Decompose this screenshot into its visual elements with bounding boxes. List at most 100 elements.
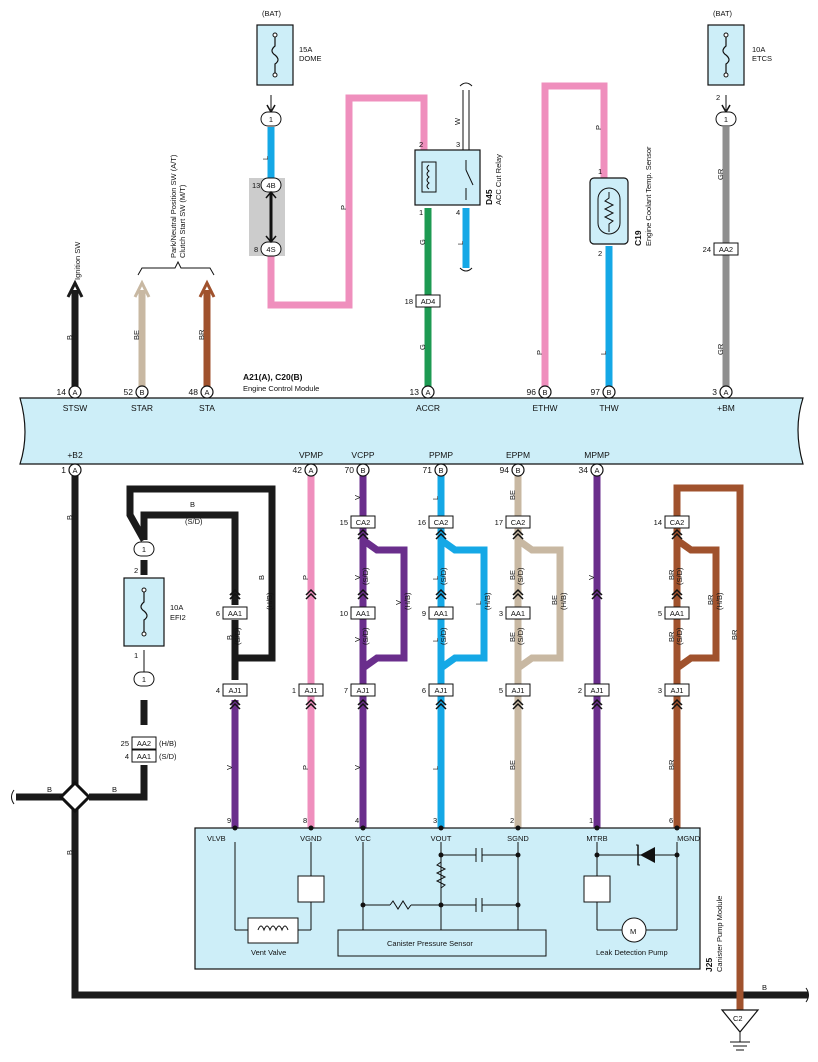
ecm-pin-num-top-5: 97 — [591, 387, 601, 397]
conn-aa2-efi-pin: 25 — [121, 739, 129, 748]
ecm-pin-name-top-6: +BM — [717, 403, 735, 413]
conn-aj1-6-label: AJ1 — [671, 686, 684, 695]
wire-label-6: G — [418, 239, 427, 245]
aa1-chevron-b — [229, 588, 241, 596]
conn-aa1-0-label: AA1 — [228, 609, 242, 618]
wire-label-16: B — [257, 575, 266, 580]
dome-pin-label: 1 — [269, 115, 273, 124]
aa1-chevron-1 — [305, 588, 317, 596]
efi2-top-conn — [133, 541, 155, 557]
aa1-chevron-6 — [671, 588, 683, 596]
efi2-bottom-conn-label: 1 — [142, 675, 146, 684]
wire-label-35: (S/D) — [439, 567, 448, 585]
conn-aa2 — [713, 242, 739, 256]
ecm-pin-num-bot-4: 94 — [500, 465, 510, 475]
ca2-chevron-1 — [435, 528, 447, 536]
aa1-chevron-5 — [591, 588, 603, 596]
ecm-pin-name-bot-0: +B2 — [67, 450, 83, 460]
acc-cut-relay — [414, 149, 481, 206]
ecm-pin-name-top-3: ACCR — [416, 403, 440, 413]
ca2-chevron-3 — [671, 528, 683, 536]
wire-label-sdb-tag: (S/D) — [185, 517, 203, 526]
conn-aa1-1-label: AA1 — [356, 609, 370, 618]
canister-pin-name-3: VOUT — [431, 834, 452, 843]
wire-label-18: B — [225, 635, 234, 640]
wire-label-46: (H/B) — [559, 592, 568, 610]
ca2-chevron-0 — [357, 528, 369, 536]
conn-aj1-6-pin: 3 — [658, 686, 662, 695]
wire-label-42: BE — [508, 760, 517, 770]
conn-aj1-3-pin: 6 — [422, 686, 426, 695]
wire-label-26: V — [353, 765, 362, 770]
conn-aa2-efi-tag: (H/B) — [159, 739, 177, 748]
wire-label-55: BR — [730, 629, 739, 640]
conn-ad4 — [415, 294, 441, 308]
conn-ad4-label: AD4 — [421, 297, 436, 306]
wire-label-7: L — [456, 241, 465, 245]
wire-label-44: (S/D) — [516, 627, 525, 645]
wire-label-15: B — [65, 850, 74, 855]
conn-aa1-2 — [428, 606, 454, 620]
diode — [636, 844, 655, 866]
splice-4s-label: 4S — [266, 245, 275, 254]
ecm-pin-name-bot-1: VPMP — [299, 450, 323, 460]
wire-label-23: V — [353, 495, 362, 500]
ecm-pin-bottom-0 — [68, 463, 82, 477]
wire-label-45: BE — [550, 595, 559, 605]
efi2-top-conn-label: 1 — [142, 545, 146, 554]
canister-pin-name-4: SGND — [507, 834, 529, 843]
conn-ca2-0-label: CA2 — [356, 518, 371, 527]
wire-label-bus-left: B — [47, 785, 52, 794]
ecm-pin-num-top-2: 48 — [189, 387, 199, 397]
canister-pin-name-2: VCC — [355, 834, 371, 843]
ecm-pin-top-6 — [719, 385, 733, 399]
conn-aj1-1-label: AJ1 — [305, 686, 318, 695]
aj1-chevron-3 — [435, 698, 447, 706]
wire-label-24: V — [353, 575, 362, 580]
conn-aa1-2-pin: 9 — [422, 609, 426, 618]
ecm-pin-num-top-1: 52 — [124, 387, 134, 397]
aj1-chevron-0 — [229, 698, 241, 706]
conn-aj1-1 — [298, 683, 324, 697]
aj1-chevron-4 — [512, 698, 524, 706]
conn-aa1-4-pin: 5 — [658, 609, 662, 618]
conn-aa1-efi-pin: 4 — [125, 752, 129, 761]
ecm-pin-bottom-0-letter: A — [72, 466, 77, 475]
canister-pin-1: 8 — [303, 816, 307, 825]
conn-aj1-6 — [664, 683, 690, 697]
dome-wire — [267, 94, 428, 309]
ca2-chevron-2 — [512, 528, 524, 536]
wire-label-8: P — [535, 350, 544, 355]
wire-label-21: P — [301, 575, 310, 580]
conn-aj1-2-label: AJ1 — [357, 686, 370, 695]
conn-aj1-0-label: AJ1 — [229, 686, 242, 695]
conn-aa1-efi-tag: (S/D) — [159, 752, 177, 761]
conn-aj1-5-label: AJ1 — [591, 686, 604, 695]
wire-label-1: BE — [132, 330, 141, 340]
conn-aa1-3 — [505, 606, 531, 620]
ecm-pin-bottom-4 — [511, 463, 525, 477]
ecm-pin-num-bot-5: 34 — [579, 465, 589, 475]
etcs-pin-label: 1 — [724, 115, 728, 124]
wire-label-39: BE — [508, 490, 517, 500]
wire-label-30: (H/B) — [403, 592, 412, 610]
conn-aj1-4-label: AJ1 — [512, 686, 525, 695]
conn-aa1-4 — [664, 606, 690, 620]
ecm-pin-bottom-5 — [590, 463, 604, 477]
conn-aj1-4-pin: 5 — [499, 686, 503, 695]
wire-label-40: BE — [508, 570, 517, 580]
ecm-pin-num-top-6: 3 — [712, 387, 717, 397]
canister-pin-6: 6 — [669, 816, 673, 825]
ecm-pin-top-1-letter: B — [139, 388, 144, 397]
conn-aa1-2-label: AA1 — [434, 609, 448, 618]
ecm-body — [19, 397, 804, 465]
ecm-pin-num-top-0: 14 — [57, 387, 67, 397]
wire-label-32: L — [431, 576, 440, 580]
ecm-pin-bottom-3-letter: B — [438, 466, 443, 475]
ecm-pin-num-bot-1: 42 — [293, 465, 303, 475]
ecm-pin-num-bot-0: 1 — [61, 465, 66, 475]
ecm-pin-top-0-letter: A — [72, 388, 77, 397]
wire-label-48: BR — [667, 569, 676, 580]
ecm-pin-top-5 — [602, 385, 616, 399]
